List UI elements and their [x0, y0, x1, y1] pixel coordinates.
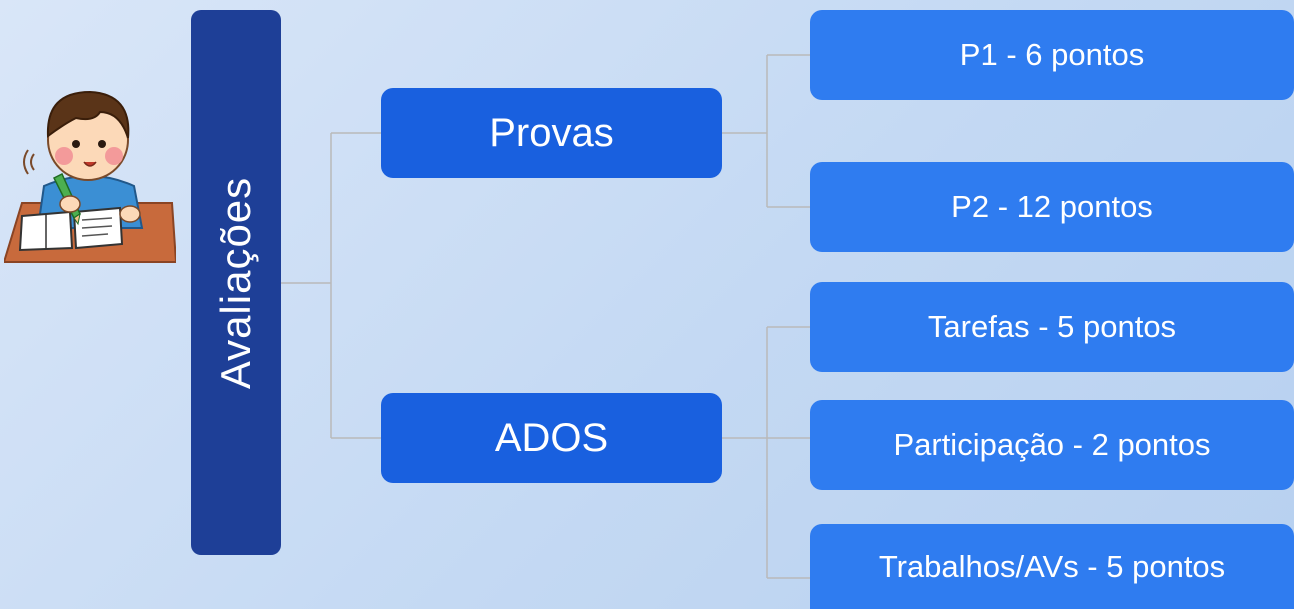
group-node-provas: Provas: [381, 88, 722, 178]
connector-ados: [722, 326, 810, 579]
leaf-node-participacao: Participação - 2 pontos: [810, 400, 1294, 490]
group-label: Provas: [489, 110, 614, 155]
leaf-label: P1 - 6 pontos: [959, 37, 1145, 72]
root-label: Avaliações: [212, 176, 260, 389]
student-writing-icon: [4, 90, 176, 263]
leaf-node-tarefas: Tarefas - 5 pontos: [810, 282, 1294, 372]
connector-provas: [722, 54, 810, 208]
leaf-node-trabalhos: Trabalhos/AVs - 5 pontos: [810, 524, 1294, 609]
leaf-label: P2 - 12 pontos: [951, 189, 1153, 224]
group-node-ados: ADOS: [381, 393, 722, 483]
leaf-label: Participação - 2 pontos: [893, 427, 1211, 462]
group-label: ADOS: [494, 415, 609, 460]
leaf-label: Tarefas - 5 pontos: [927, 309, 1177, 344]
leaf-node-p1: P1 - 6 pontos: [810, 10, 1294, 100]
leaf-label: Trabalhos/AVs - 5 pontos: [878, 548, 1226, 584]
root-node: Avaliações: [191, 10, 281, 555]
connector-root: [281, 132, 381, 439]
leaf-node-p2: P2 - 12 pontos: [810, 162, 1294, 252]
